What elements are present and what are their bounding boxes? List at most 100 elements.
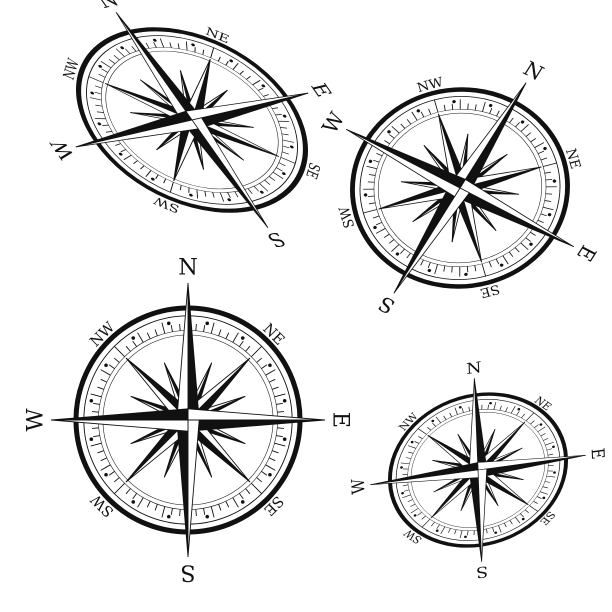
degree-tick [90,442,102,447]
degree-tick [212,192,215,198]
direction-label-sw: SW [337,204,358,229]
ring-dot [240,500,245,504]
degree-tick [179,185,182,191]
degree-tick [232,497,239,508]
ring-dot [542,496,546,500]
degree-tick [545,179,553,181]
degree-tick [115,48,125,57]
degree-tick [247,188,253,194]
degree-tick [101,68,108,73]
degree-tick [546,475,556,478]
ring-dot [261,84,266,88]
degree-tick [132,493,137,500]
ring-dot [131,500,136,504]
direction-label-n: N [519,57,548,85]
degree-tick [451,103,454,110]
ring-dot [488,103,493,108]
degree-tick [443,415,447,420]
ring-dot [520,120,525,124]
ring-dot [543,146,547,151]
degree-tick [227,192,231,198]
degree-tick [407,499,413,503]
degree-tick [154,329,158,336]
degree-tick [520,242,529,251]
ring-dot [205,514,210,519]
direction-label-s: S [180,559,195,585]
degree-tick [246,76,251,80]
ring-dot [282,398,287,403]
ring-dot [499,263,504,267]
degree-tick [510,406,516,414]
ring-dot [552,179,557,183]
degree-tick [417,512,422,516]
degree-tick [203,325,206,332]
degree-tick [502,255,509,265]
degree-tick [155,174,159,180]
degree-tick [114,143,121,146]
degree-tick [169,182,174,193]
degree-tick [88,76,104,83]
ring-dot [89,398,94,403]
ring-dot [547,213,552,217]
degree-tick [467,103,469,110]
degree-tick [474,104,477,111]
cardinal-point-light-half [477,468,488,562]
degree-tick [435,416,442,424]
degree-tick [521,413,525,419]
degree-tick [427,262,431,269]
degree-tick [547,470,554,472]
direction-label-nw: NW [61,56,83,82]
ring-dot [416,109,421,113]
degree-tick [113,357,120,363]
degree-tick [514,516,521,524]
degree-tick [195,324,197,331]
degree-tick [256,357,263,363]
degree-tick [265,464,276,471]
degree-tick [154,504,158,511]
degree-tick [375,228,386,234]
ring-dot [282,437,287,442]
degree-tick [525,412,535,421]
ring-dot [464,272,468,276]
degree-tick [277,411,284,413]
cardinal-point-dark-half [176,419,189,558]
degree-tick [525,237,531,242]
degree-tick [280,157,296,164]
degree-tick [418,436,423,440]
degree-tick [440,526,446,534]
degree-tick [368,202,376,205]
ring-dot [89,437,94,442]
degree-tick [274,393,286,398]
degree-tick [367,195,375,197]
degree-tick [388,239,395,244]
degree-tick [105,131,113,133]
degree-tick [245,345,251,352]
direction-label-n: N [466,358,482,377]
degree-tick [536,496,542,499]
degree-tick [161,322,166,334]
degree-tick [407,445,416,449]
degree-tick [433,99,439,113]
degree-tick [534,424,539,428]
ring-dot [268,472,272,477]
degree-tick [120,149,127,153]
direction-label-s: S [263,228,291,252]
degree-tick [102,124,109,126]
degree-tick [402,474,408,475]
direction-label-w: W [45,138,80,162]
degree-tick [93,402,100,405]
degree-tick [504,522,507,528]
ring-dot [131,336,136,340]
degree-tick [276,167,283,172]
degree-tick [400,462,410,465]
degree-tick [514,247,520,253]
degree-tick [195,509,197,516]
cardinal-point-light-half [187,408,326,421]
ring-dot [150,177,155,181]
degree-tick [406,119,412,125]
degree-tick [421,519,431,528]
ring-dot [410,440,414,444]
degree-tick [408,451,414,454]
